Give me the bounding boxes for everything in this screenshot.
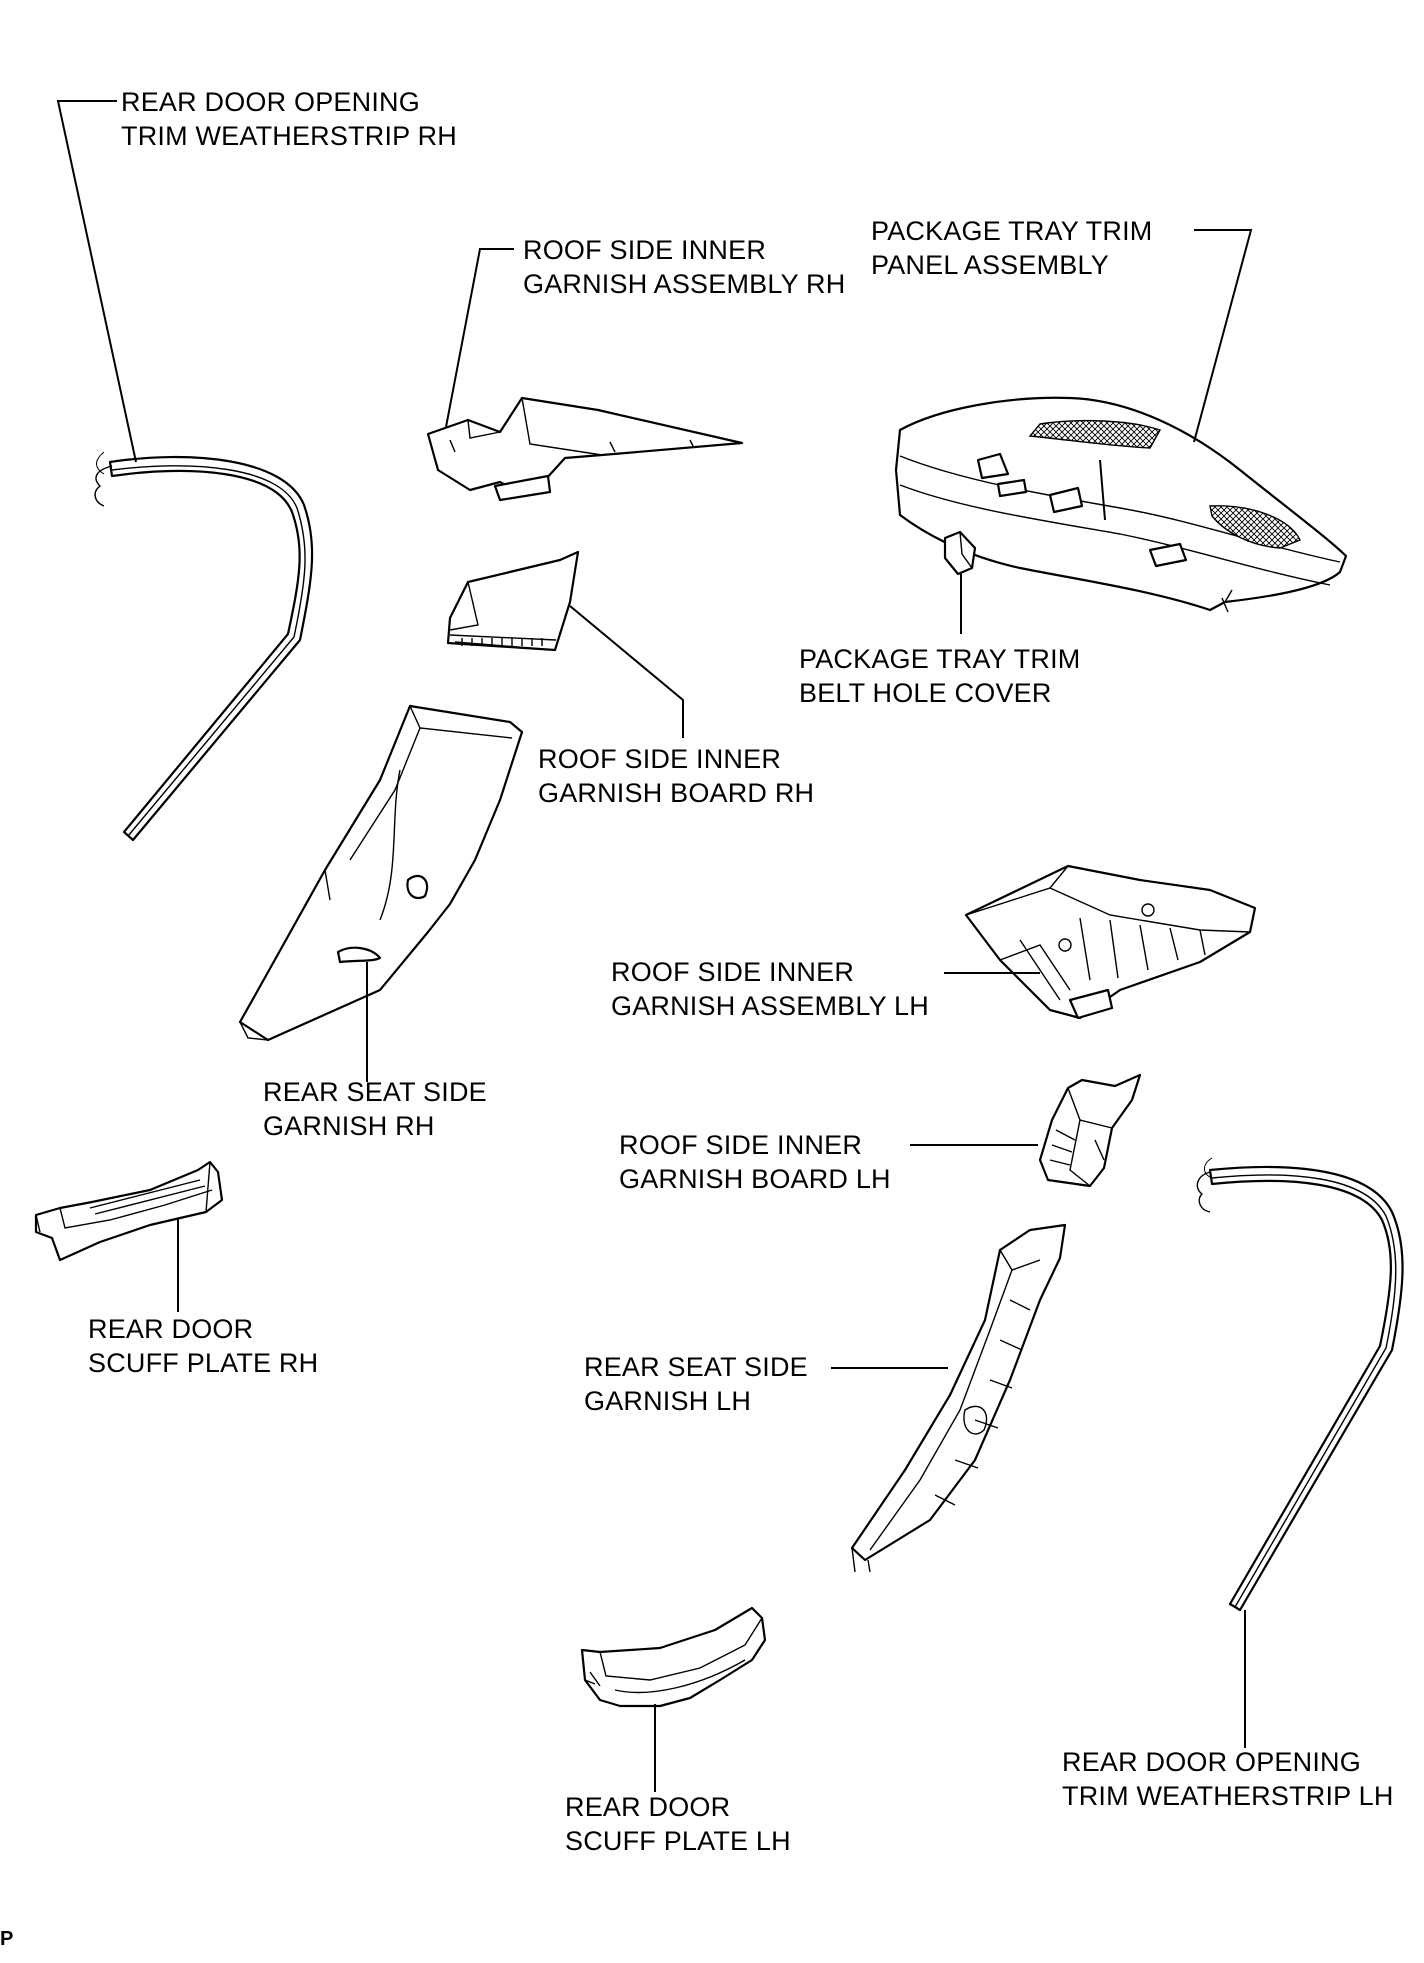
label-seat-side-lh: REAR SEAT SIDE GARNISH LH (584, 1352, 808, 1416)
label-roof-assembly-rh: ROOF SIDE INNER GARNISH ASSEMBLY RH (523, 235, 846, 299)
label-belt-hole-cover: PACKAGE TRAY TRIM BELT HOLE COVER (799, 644, 1081, 708)
label-weatherstrip-rh: REAR DOOR OPENING TRIM WEATHERSTRIP RH (121, 87, 458, 151)
roof-garnish-assembly-lh (964, 864, 1257, 1020)
rear-seat-side-garnish-rh (238, 704, 524, 1042)
label-package-tray-panel: PACKAGE TRAY TRIM PANEL ASSEMBLY (871, 216, 1153, 280)
label-scuff-lh: REAR DOOR SCUFF PLATE LH (565, 1792, 791, 1856)
roof-garnish-board-rh (446, 550, 580, 652)
scuff-plate-rh (34, 1160, 224, 1262)
rear-seat-side-garnish-lh (850, 1223, 1067, 1573)
leader-roof-assembly-rh (445, 248, 514, 428)
leader-roof-board-rh (569, 605, 684, 738)
corner-mark: P (0, 1928, 14, 1950)
leader-tray-center (1099, 459, 1106, 521)
label-roof-board-rh: ROOF SIDE INNER GARNISH BOARD RH (538, 744, 815, 808)
belt-hole-cover (943, 530, 977, 576)
label-scuff-rh: REAR DOOR SCUFF PLATE RH (88, 1314, 319, 1378)
label-roof-assembly-lh: ROOF SIDE INNER GARNISH ASSEMBLY LH (611, 957, 929, 1021)
label-weatherstrip-lh: REAR DOOR OPENING TRIM WEATHERSTRIP LH (1062, 1747, 1394, 1811)
leader-package-tray-panel (1193, 229, 1253, 443)
package-tray-panel (894, 396, 1348, 613)
roof-garnish-board-lh (1038, 1073, 1142, 1188)
scuff-plate-lh (580, 1606, 767, 1708)
label-roof-board-lh: ROOF SIDE INNER GARNISH BOARD LH (619, 1130, 891, 1194)
roof-garnish-assembly-rh (426, 396, 744, 502)
weatherstrip-rh (94, 451, 314, 842)
label-seat-side-rh: REAR SEAT SIDE GARNISH RH (263, 1077, 487, 1141)
weatherstrip-lh (1196, 1157, 1404, 1612)
leader-weatherstrip-rh (56, 100, 137, 463)
